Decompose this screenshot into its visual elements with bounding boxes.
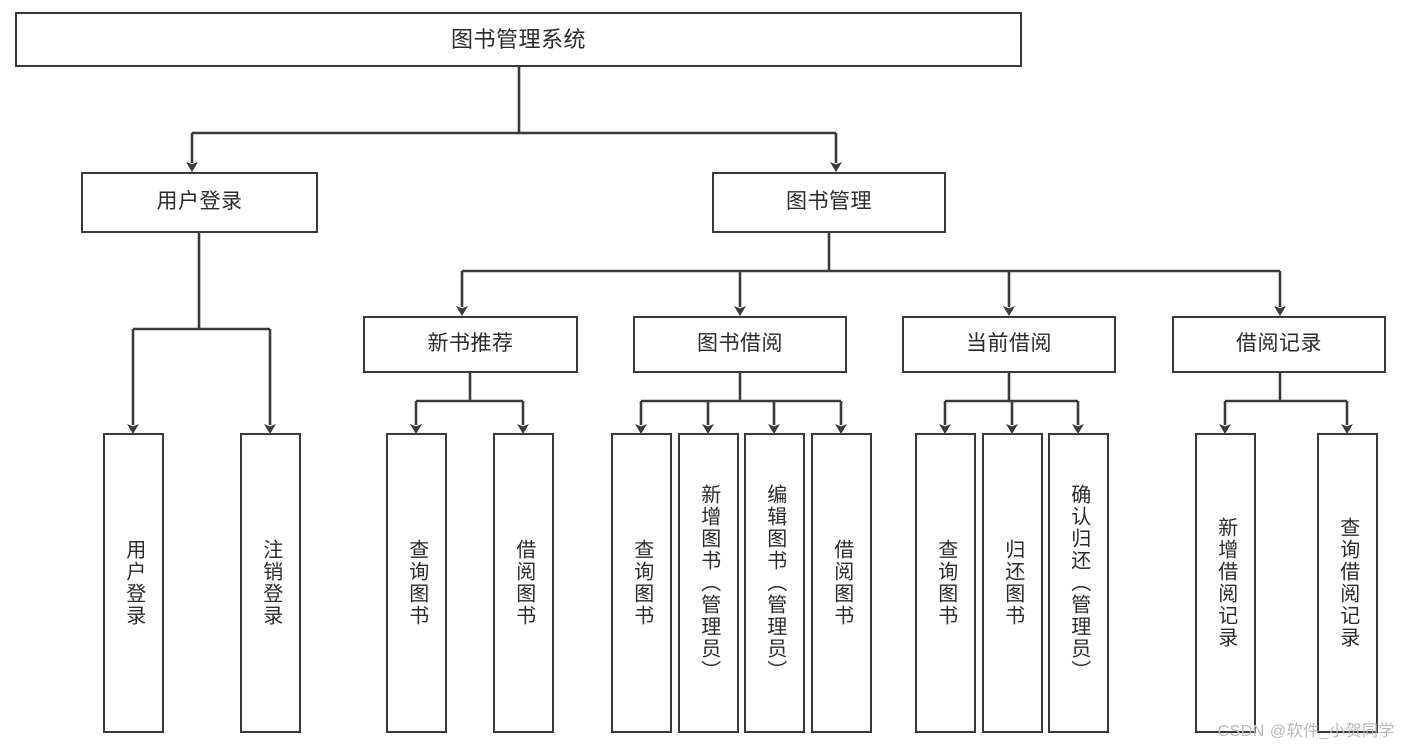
leaf-borrow-edit-book-admin[interactable]: 编辑图书（管理员） [744,433,805,733]
leaf-current-query-book[interactable]: 查询图书 [915,433,976,733]
node-label: 编辑图书（管理员） [763,484,786,682]
node-label: 归还图书 [1001,539,1024,627]
node-label: 查询借阅记录 [1336,517,1359,649]
node-label: 用户登录 [122,539,145,627]
node-label: 图书借阅 [697,332,783,356]
leaf-borrow-borrow-book[interactable]: 借阅图书 [811,433,872,733]
node-current-borrow[interactable]: 当前借阅 [902,316,1116,373]
leaf-user-login[interactable]: 用户登录 [103,433,164,733]
node-book-management[interactable]: 图书管理 [712,172,946,233]
node-label: 查询图书 [630,539,653,627]
node-label: 借阅记录 [1236,332,1322,356]
node-label: 新书推荐 [427,332,514,356]
node-book-borrow[interactable]: 图书借阅 [633,316,847,373]
node-label: 新增图书（管理员） [697,484,720,682]
node-label: 图书管理系统 [450,26,586,52]
node-label: 注销登录 [259,539,282,627]
node-label: 图书管理 [786,190,872,214]
node-label: 确认归还（管理员） [1067,484,1090,682]
leaf-current-confirm-return-admin[interactable]: 确认归还（管理员） [1048,433,1109,733]
leaf-borrow-query-book[interactable]: 查询图书 [611,433,672,733]
node-label: 借阅图书 [512,539,535,627]
node-root-system[interactable]: 图书管理系统 [15,12,1022,67]
node-label: 查询图书 [934,539,957,627]
leaf-record-add-borrow-record[interactable]: 新增借阅记录 [1195,433,1256,733]
leaf-borrow-add-book-admin[interactable]: 新增图书（管理员） [678,433,739,733]
leaf-recommend-query-book[interactable]: 查询图书 [386,433,447,733]
node-user-login[interactable]: 用户登录 [81,172,318,233]
leaf-record-query-borrow-record[interactable]: 查询借阅记录 [1317,433,1378,733]
node-borrow-record[interactable]: 借阅记录 [1172,316,1386,373]
node-label: 用户登录 [156,190,243,214]
leaf-recommend-borrow-book[interactable]: 借阅图书 [493,433,554,733]
node-label: 新增借阅记录 [1214,517,1237,649]
watermark: CSDN @软件_小贺同学 [1217,723,1395,740]
leaf-user-logout[interactable]: 注销登录 [240,433,301,733]
node-label: 查询图书 [405,539,428,627]
node-new-book-recommend[interactable]: 新书推荐 [363,316,578,373]
node-label: 当前借阅 [966,332,1052,356]
node-label: 借阅图书 [830,539,853,627]
leaf-current-return-book[interactable]: 归还图书 [982,433,1043,733]
